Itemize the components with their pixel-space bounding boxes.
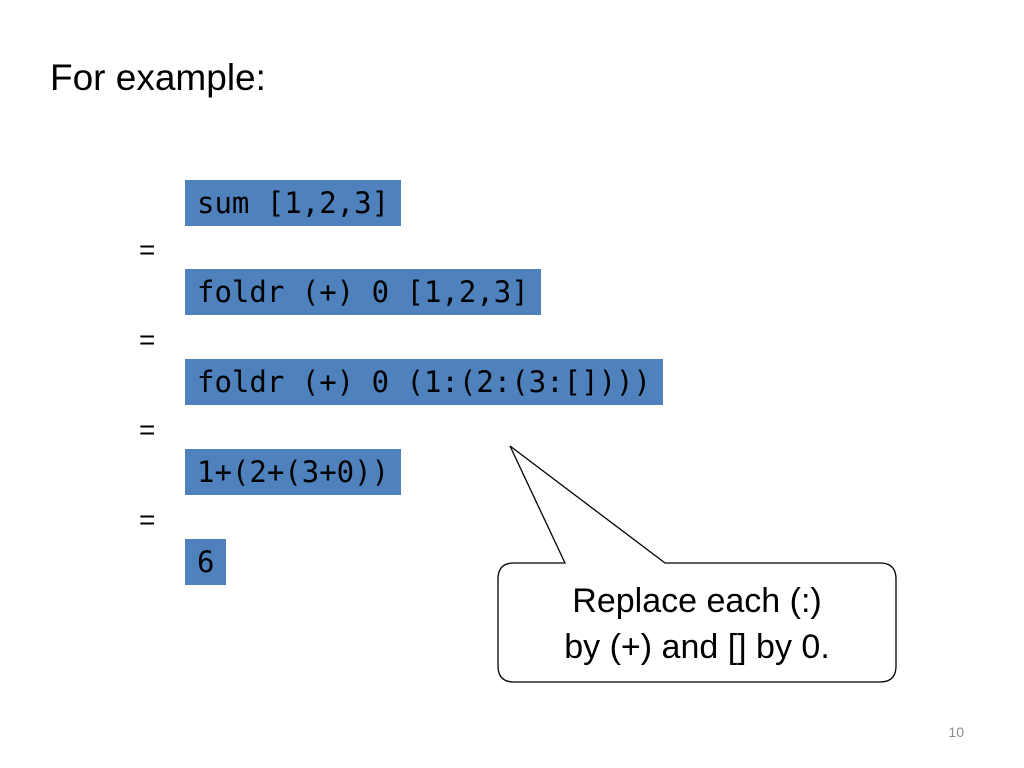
callout-line-2: by (+) and [] by 0. [564,628,830,666]
equals-sign-1: = [139,234,156,265]
callout-line-1: Replace each (:) [572,582,822,620]
callout-text: Replace each (:) by (+) and [] by 0. [498,578,896,670]
equals-sign-3: = [139,414,156,445]
equals-sign-2: = [139,324,156,355]
code-step-2: foldr (+) 0 [1,2,3] [185,269,541,315]
code-step-5: 6 [185,539,227,585]
slide-number: 10 [948,724,964,740]
code-step-1: sum [1,2,3] [185,180,402,226]
code-step-3: foldr (+) 0 (1:(2:(3:[]))) [185,359,663,405]
equals-sign-4: = [139,504,156,535]
slide-title: For example: [50,57,266,98]
code-step-4: 1+(2+(3+0)) [185,449,402,495]
